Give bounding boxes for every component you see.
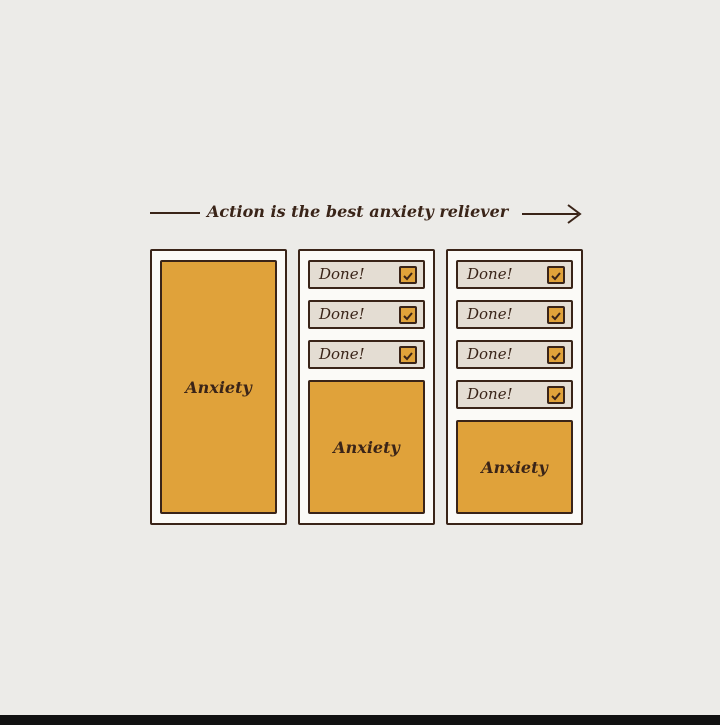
title-line [150, 212, 200, 214]
done-label: Done! [467, 385, 513, 403]
checkbox-checked-icon [399, 306, 417, 324]
done-label: Done! [467, 305, 513, 323]
diagram-title: Action is the best anxiety reliever [150, 200, 586, 226]
anxiety-block: Anxiety [308, 380, 425, 514]
done-label: Done! [319, 345, 365, 363]
done-item: Done! [456, 380, 573, 409]
checkbox-checked-icon [547, 346, 565, 364]
title-text: Action is the best anxiety reliever [207, 202, 509, 221]
done-item: Done! [456, 300, 573, 329]
arrow-right-icon [522, 204, 582, 224]
done-item: Done! [308, 300, 425, 329]
done-label: Done! [467, 345, 513, 363]
bottom-bar [0, 715, 720, 725]
done-item: Done! [308, 260, 425, 289]
done-label: Done! [467, 265, 513, 283]
checkbox-checked-icon [547, 266, 565, 284]
done-label: Done! [319, 265, 365, 283]
done-label: Done! [319, 305, 365, 323]
checkbox-checked-icon [399, 346, 417, 364]
done-item: Done! [456, 340, 573, 369]
anxiety-block: Anxiety [160, 260, 277, 514]
checkbox-checked-icon [547, 306, 565, 324]
column-2: Done! Done! Done! Anxiety [298, 249, 435, 525]
checkbox-checked-icon [547, 386, 565, 404]
column-3: Done! Done! Done! Done! Anxiety [446, 249, 583, 525]
column-1: Anxiety [150, 249, 287, 525]
checkbox-checked-icon [399, 266, 417, 284]
anxiety-block: Anxiety [456, 420, 573, 514]
done-item: Done! [456, 260, 573, 289]
done-item: Done! [308, 340, 425, 369]
